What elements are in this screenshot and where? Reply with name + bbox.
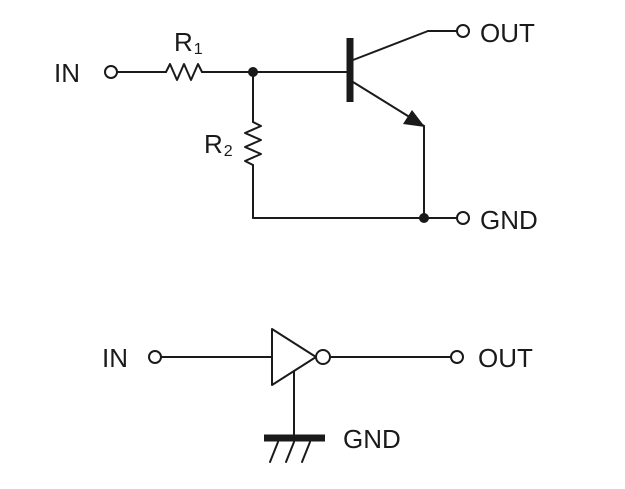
transistor-collector (352, 30, 429, 61)
resistor-r1 (165, 63, 203, 81)
bottom-gnd-label: GND (343, 424, 401, 454)
top-gnd-label: GND (480, 205, 538, 235)
inverter-circuit: IN OUT GND (102, 328, 533, 463)
bottom-out-label: OUT (478, 343, 533, 373)
bottom-out-terminal (450, 350, 464, 364)
top-out-terminal (456, 24, 470, 38)
transistor-circuit: IN R1 OUT R2 GND (54, 18, 538, 235)
top-gnd-terminal (456, 211, 470, 225)
resistor-r2 (244, 121, 262, 166)
bottom-in-label: IN (102, 343, 128, 373)
emitter-arrow (403, 110, 425, 127)
r1-label: R1 (174, 27, 203, 58)
top-in-terminal (104, 65, 118, 79)
ground-hatch (269, 441, 311, 463)
inverter-bubble (315, 349, 331, 365)
emitter-junction-dot (419, 213, 429, 223)
bottom-in-terminal (148, 350, 162, 364)
top-in-label: IN (54, 58, 80, 88)
top-out-label: OUT (480, 18, 535, 48)
r2-label: R2 (204, 129, 233, 160)
